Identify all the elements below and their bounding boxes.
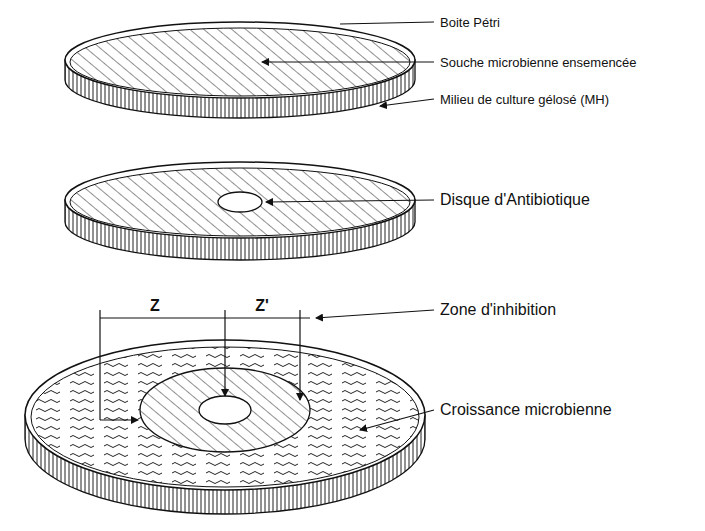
dimension-label: Z' bbox=[255, 297, 269, 315]
dish-label: Boite Pétri bbox=[440, 15, 500, 30]
petri-dish-disc bbox=[65, 162, 415, 260]
disc-label: Disque d'Antibiotique bbox=[440, 191, 590, 209]
medium-label: Milieu de culture gélosé (MH) bbox=[440, 92, 609, 107]
dimension-lines bbox=[100, 310, 310, 420]
zone-label: Zone d'inhibition bbox=[440, 301, 556, 319]
strain-label: Souche microbienne ensemencée bbox=[440, 55, 637, 70]
leader-lines bbox=[262, 22, 434, 430]
dimension-label: Z bbox=[150, 297, 160, 315]
growth-label: Croissance microbienne bbox=[440, 401, 612, 419]
petri-dish-seeded bbox=[65, 22, 415, 118]
